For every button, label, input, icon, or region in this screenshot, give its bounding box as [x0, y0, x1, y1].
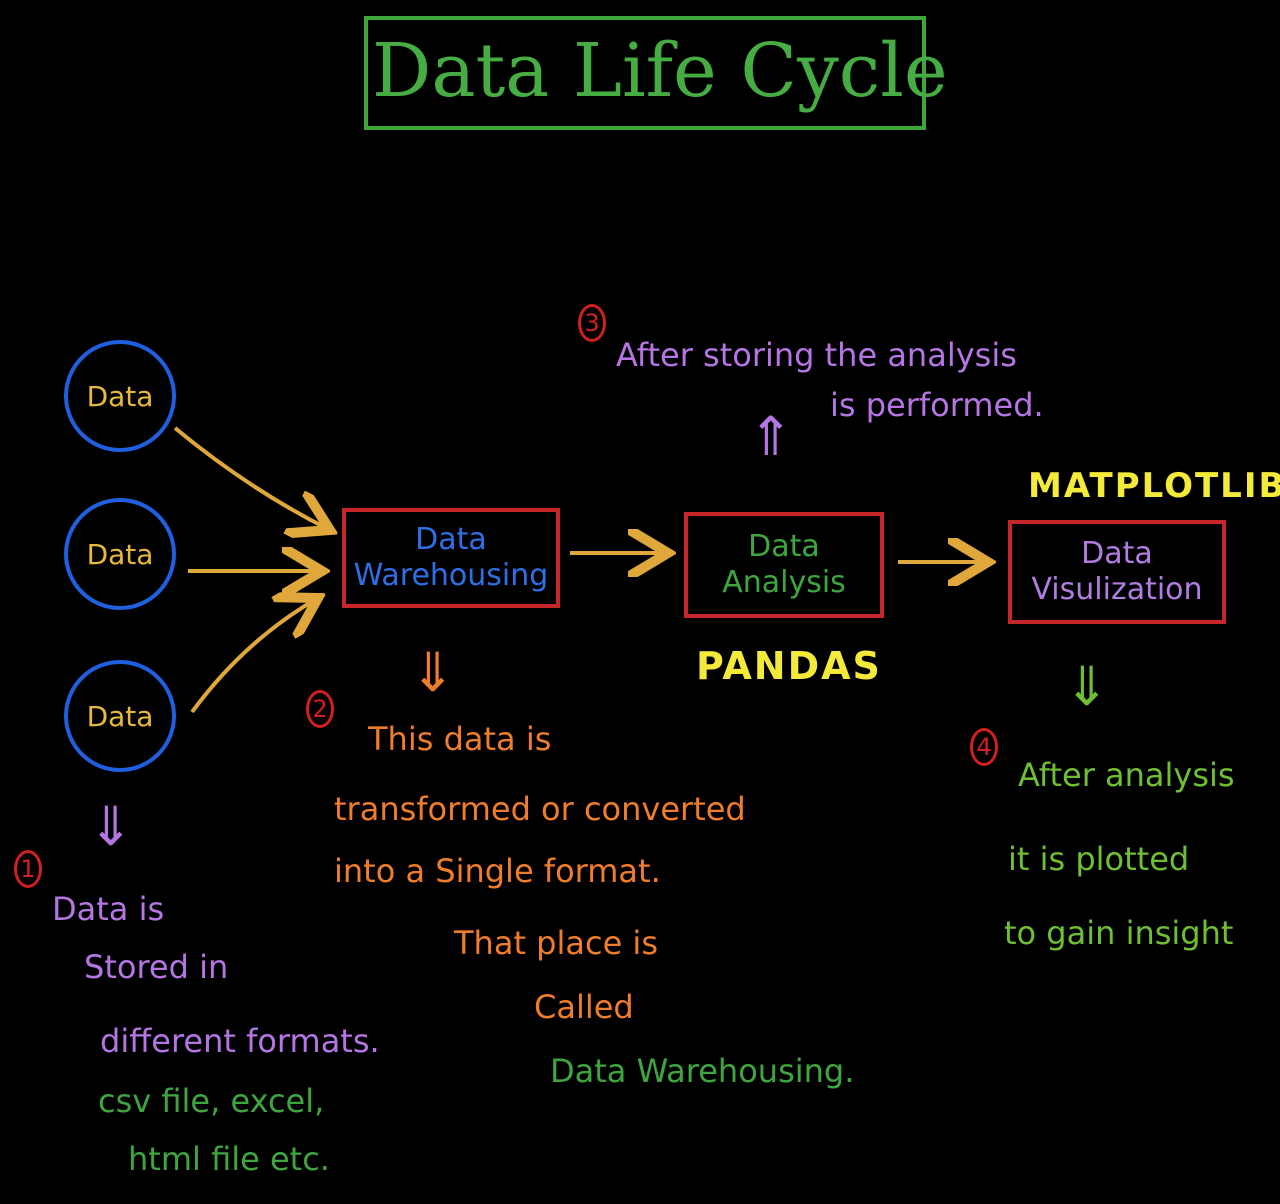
stage-data-analysis: Data Analysis — [684, 512, 884, 618]
arrow-source1-to-warehousing — [173, 426, 330, 530]
up-arrow-icon-step3: ⇑ — [748, 405, 794, 468]
stage-analysis-line1: Data — [748, 529, 820, 564]
tool-pandas: PANDAS — [696, 644, 882, 688]
stage-data-visualization: Data Visulization — [1008, 520, 1226, 624]
step4-line3: to gain insight — [1004, 914, 1234, 952]
stage-warehousing-line2: Warehousing — [353, 558, 549, 593]
data-source-3: Data — [64, 660, 176, 772]
stage-visualization-line2: Visulization — [1031, 572, 1203, 607]
stage-visualization-line1: Data — [1081, 536, 1153, 571]
step-number-3: 3 — [578, 304, 606, 342]
step-number-1: 1 — [14, 850, 42, 888]
step4-line2: it is plotted — [1008, 840, 1190, 878]
step2-place-name: Data Warehousing. — [550, 1052, 855, 1090]
step4-line1: After analysis — [1018, 756, 1235, 794]
step1-example2: html file etc. — [128, 1140, 330, 1178]
step1-example1: csv file, excel, — [98, 1082, 325, 1120]
step-number-2: 2 — [306, 690, 334, 728]
step2-line1: This data is — [368, 720, 552, 758]
step2-place-line1: That place is — [454, 924, 658, 962]
stage-warehousing-line1: Data — [415, 522, 487, 557]
step3-line1: After storing the analysis — [616, 336, 1017, 374]
step2-line2: transformed or converted — [334, 790, 746, 828]
step2-place-line2: Called — [534, 988, 634, 1026]
step3-line2: is performed. — [830, 386, 1044, 424]
page-title: Data Life Cycle — [372, 28, 948, 114]
stage-analysis-line2: Analysis — [722, 565, 846, 600]
step-number-4: 4 — [970, 728, 998, 766]
step1-line2: Stored in — [84, 948, 229, 986]
down-arrow-icon-step4: ⇓ — [1064, 655, 1110, 718]
stage-data-warehousing: Data Warehousing — [342, 508, 560, 608]
step1-line3: different formats. — [100, 1022, 380, 1060]
title-frame — [364, 16, 926, 130]
data-source-2: Data — [64, 498, 176, 610]
step2-line3: into a Single format. — [334, 852, 661, 890]
data-source-1: Data — [64, 340, 176, 452]
arrow-source3-to-warehousing — [190, 598, 318, 714]
tool-matplotlib: MATPLOTLIB — [1028, 466, 1280, 506]
down-arrow-icon-step2: ⇓ — [410, 641, 456, 704]
step1-line1: Data is — [52, 890, 165, 928]
down-arrow-icon-step1: ⇓ — [88, 795, 134, 858]
